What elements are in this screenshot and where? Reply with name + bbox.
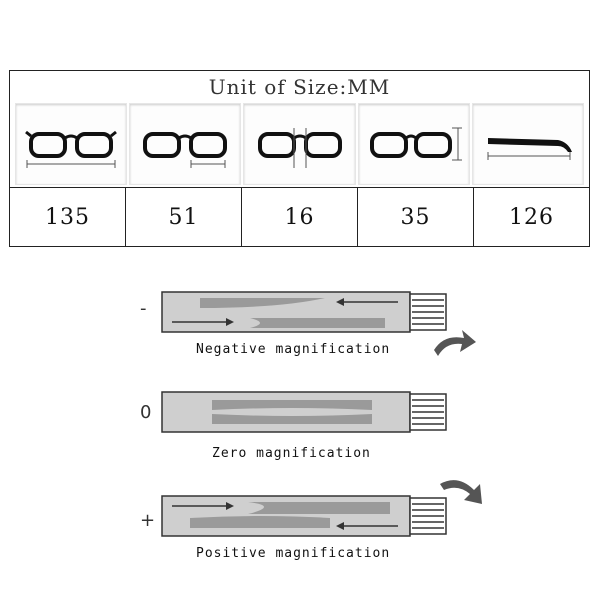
dimension-value-row: 135 51 16 35 126: [10, 188, 589, 246]
negative-caption: Negative magnification: [196, 342, 391, 357]
lens-height-icon: [369, 127, 462, 161]
table-divider: [10, 187, 589, 188]
negative-sign: -: [140, 298, 147, 319]
bridge-width-cell: [243, 103, 356, 185]
zero-caption: Zero magnification: [212, 446, 371, 461]
size-unit-title: Unit of Size:MM: [208, 75, 391, 99]
zero-lens-diagram: [161, 391, 447, 433]
positive-magnification: + Positive magnification: [140, 494, 500, 584]
rotate-clockwise-icon: [440, 480, 482, 504]
temple-length-icon: [487, 138, 572, 160]
size-table: Unit of Size:MM: [9, 70, 590, 247]
dimension-icon-row: [14, 103, 585, 185]
lens-width-cell: [129, 103, 242, 185]
bridge-width-value: 16: [242, 188, 358, 246]
bridge-width-icon: [257, 128, 342, 168]
temple-length-value: 126: [509, 204, 554, 230]
lens-height-cell: [357, 103, 470, 185]
positive-caption: Positive magnification: [196, 546, 391, 561]
frame-width-cell: [15, 103, 128, 185]
rotate-counterclockwise-icon: [434, 330, 476, 356]
temple-length-cell: [471, 103, 585, 185]
lens-width-icon: [143, 132, 228, 168]
lens-height-value: 35: [358, 188, 474, 246]
negative-magnification: - Negative magnification: [140, 290, 500, 380]
frame-width-icon: [25, 130, 118, 168]
frame-width-value: 135: [10, 188, 126, 246]
negative-lens-diagram: [161, 291, 447, 333]
zero-sign: 0: [140, 402, 152, 423]
positive-lens-diagram: [161, 495, 447, 537]
lens-width-value: 51: [126, 188, 242, 246]
zero-magnification: 0 Zero magnification: [140, 390, 500, 480]
positive-sign: +: [140, 510, 156, 531]
